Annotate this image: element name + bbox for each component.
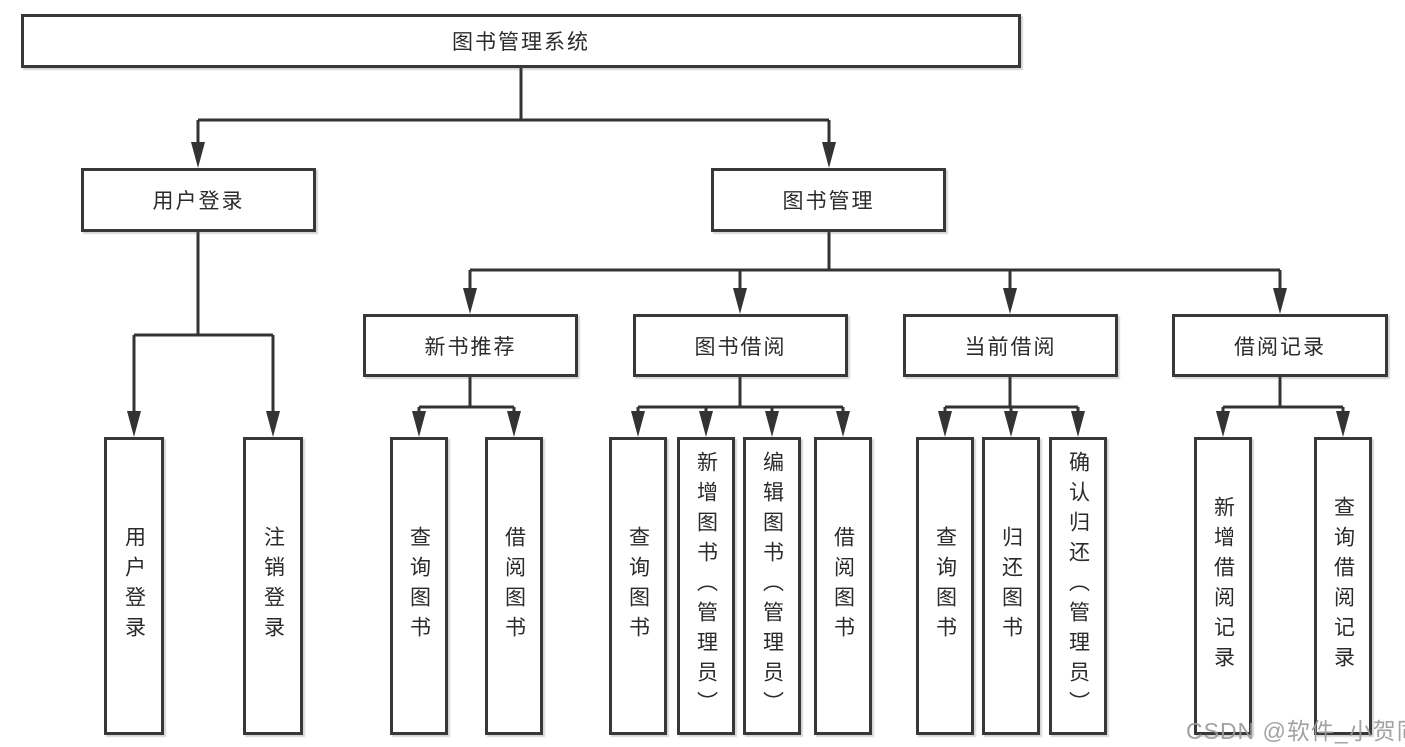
- node-label: 图书管理: [782, 190, 875, 213]
- node-current-borrowing: 当前借阅: [903, 314, 1118, 377]
- node-label: 查询图书: [626, 526, 650, 646]
- node-label: 新增借阅记录: [1211, 496, 1235, 676]
- leaf-confirm-return-admin: 确认归还（管理员）: [1049, 437, 1107, 735]
- leaf-logout: 注销登录: [243, 437, 303, 735]
- node-book-management: 图书管理: [711, 168, 946, 232]
- leaf-borrow-books: 借阅图书: [814, 437, 872, 735]
- node-root: 图书管理系统: [21, 14, 1021, 68]
- node-label: 图书借阅: [694, 335, 787, 359]
- node-label: 借阅图书: [502, 526, 526, 646]
- node-label: 当前借阅: [964, 335, 1057, 359]
- node-label: 归还图书: [999, 526, 1023, 646]
- node-label: 新书推荐: [424, 335, 517, 359]
- node-new-book-recommend: 新书推荐: [363, 314, 578, 377]
- leaf-borrow-books-recommend: 借阅图书: [485, 437, 543, 735]
- node-user-login: 用户登录: [81, 168, 316, 232]
- connector-new-book-children: [412, 377, 521, 437]
- node-label: 借阅记录: [1234, 335, 1326, 359]
- connector-book-management-children: [463, 232, 1287, 314]
- watermark: CSDN @软件_小贺同学: [1186, 718, 1405, 744]
- connector-book-borrow-children: [631, 377, 850, 437]
- node-label: 图书管理系统: [452, 31, 590, 54]
- connector-borrow-record-children: [1216, 377, 1350, 437]
- node-borrow-records: 借阅记录: [1172, 314, 1388, 377]
- leaf-add-borrow-record: 新增借阅记录: [1194, 437, 1252, 735]
- node-label: 查询图书: [407, 526, 431, 646]
- node-label: 新增图书（管理员）: [694, 451, 718, 721]
- leaf-user-login: 用户登录: [104, 437, 164, 735]
- node-label: 查询图书: [933, 526, 957, 646]
- leaf-return-books: 归还图书: [982, 437, 1040, 735]
- node-label: 注销登录: [261, 526, 285, 646]
- connector-user-login-children: [127, 232, 280, 437]
- leaf-edit-book-admin: 编辑图书（管理员）: [743, 437, 801, 735]
- leaf-query-books-borrow: 查询图书: [609, 437, 667, 735]
- node-label: 编辑图书（管理员）: [760, 451, 784, 721]
- node-label: 查询借阅记录: [1331, 496, 1355, 676]
- node-label: 借阅图书: [831, 526, 855, 646]
- connector-root-to-level1: [191, 68, 836, 168]
- leaf-query-books-recommend: 查询图书: [390, 437, 448, 735]
- leaf-query-books-current: 查询图书: [916, 437, 974, 735]
- node-label: 确认归还（管理员）: [1066, 451, 1090, 721]
- node-label: 用户登录: [152, 190, 245, 213]
- leaf-query-borrow-record: 查询借阅记录: [1314, 437, 1372, 735]
- node-label: 用户登录: [122, 526, 146, 646]
- connector-current-borrow-children: [938, 377, 1085, 437]
- node-book-borrowing: 图书借阅: [633, 314, 848, 377]
- leaf-add-book-admin: 新增图书（管理员）: [677, 437, 735, 735]
